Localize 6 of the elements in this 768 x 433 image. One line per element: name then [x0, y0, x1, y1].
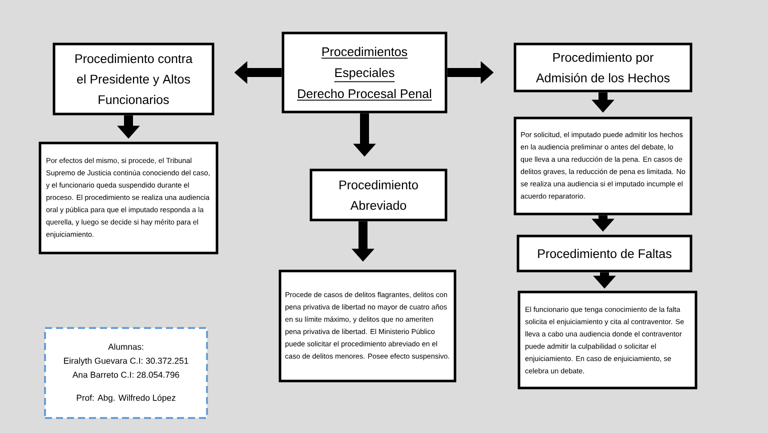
heading-box: Procedimiento Abreviado: [310, 168, 448, 222]
heading-box: Procedimiento por Admisión de los Hechos: [514, 42, 692, 92]
heading-box: Procedimiento contra el Presidente y Altos Funcionarios: [52, 42, 214, 116]
title-box: Procedimientos Especiales Derecho Procesal Penal: [282, 32, 448, 114]
credits-box: Alumnas: Eiralyth Guevara C.I: 30.372.251 Ana Barreto C.I: 28.054.796 Prof: Abg. Wilfredo López: [44, 327, 208, 419]
heading-box: Procedimiento de Faltas: [516, 234, 692, 272]
